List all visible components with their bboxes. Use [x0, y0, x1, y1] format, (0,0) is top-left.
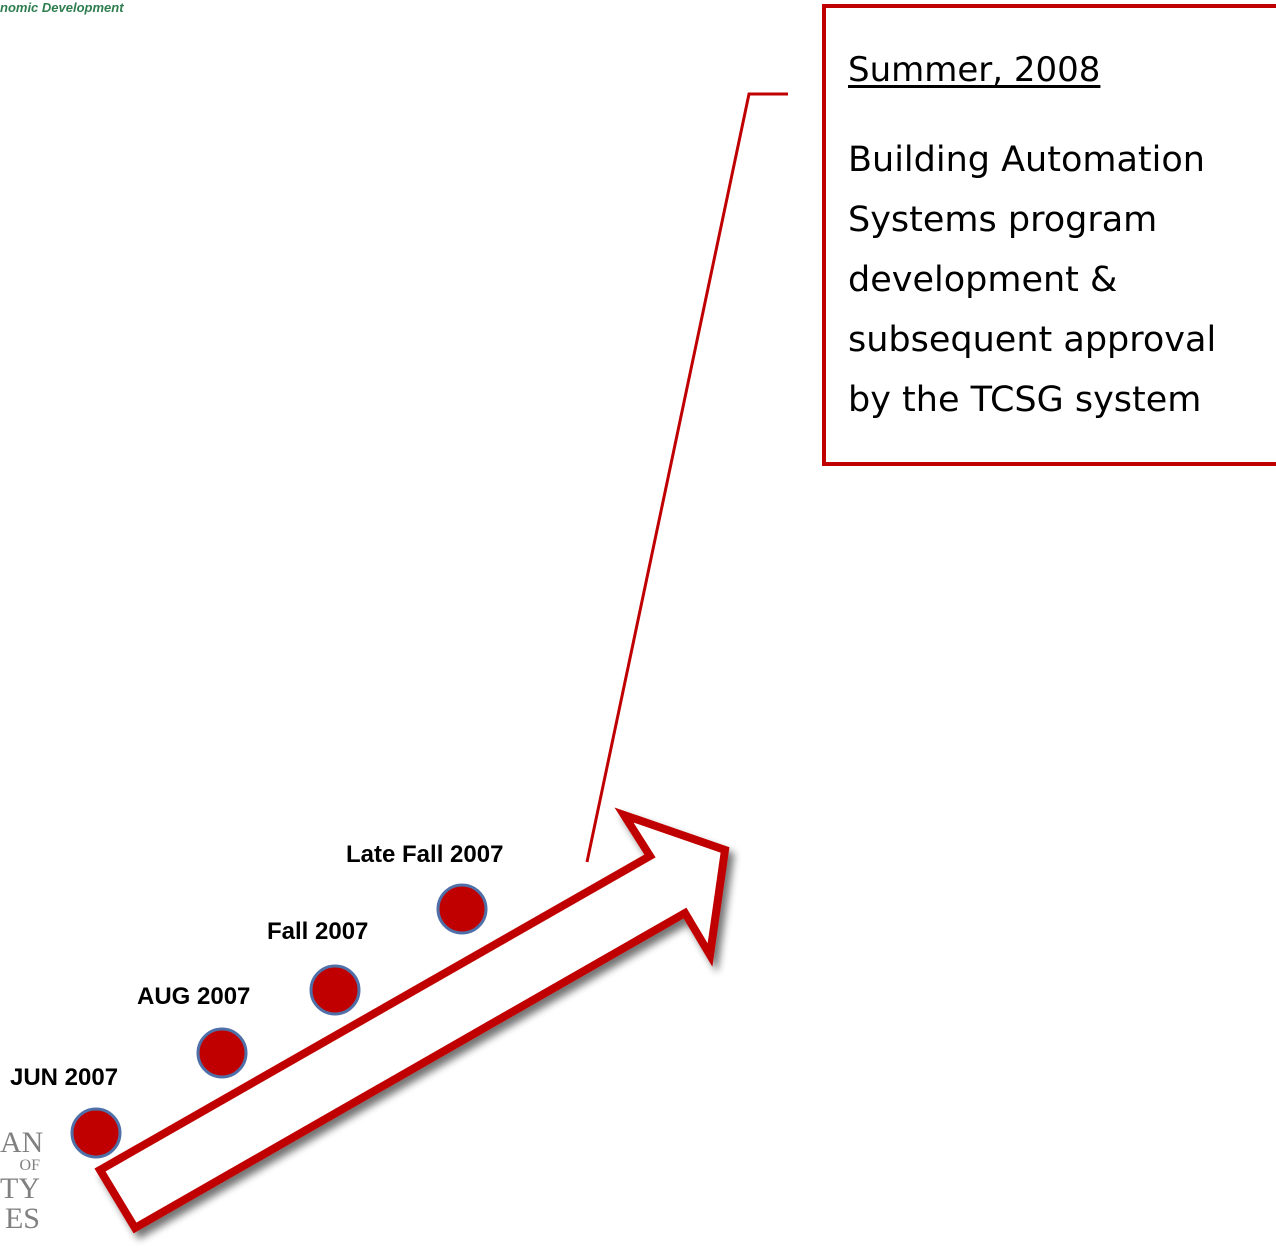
callout-connector-line [585, 92, 788, 863]
organization-logo-fragment: AN OF TY ES [0, 1126, 44, 1235]
milestone-dot-icon [436, 883, 488, 935]
logo-line: OF [19, 1157, 40, 1174]
logo-line: TY [0, 1172, 40, 1205]
callout-body: Building Automation Systems program deve… [848, 140, 1217, 420]
milestone-label-late-fall-2007: Late Fall 2007 [346, 841, 504, 868]
callout-box: Summer, 2008 Building Automation Systems… [822, 4, 1276, 466]
milestone-dot-icon [196, 1027, 248, 1079]
header-fragment: nomic Development [0, 0, 124, 15]
milestone-label-aug-2007: AUG 2007 [137, 983, 251, 1010]
timeline-arrow-icon [94, 807, 730, 1234]
logo-line: AN [0, 1126, 44, 1159]
milestone-dot-icon [70, 1107, 122, 1159]
milestone-label-fall-2007: Fall 2007 [267, 918, 369, 945]
milestone-label-jun-2007: JUN 2007 [10, 1064, 119, 1091]
logo-line: ES [4, 1202, 40, 1235]
callout-title: Summer, 2008 [848, 50, 1101, 90]
milestone-dot-icon [309, 964, 361, 1016]
